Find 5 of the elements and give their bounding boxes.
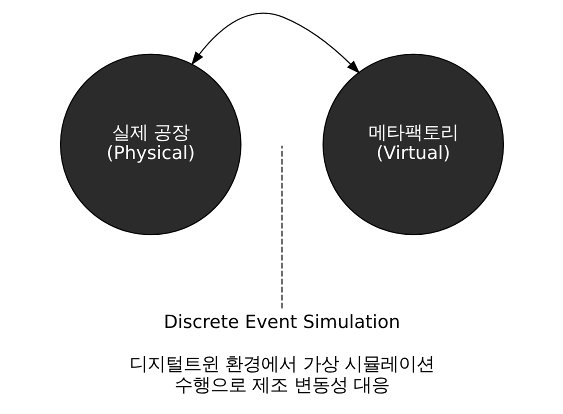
node-circle: 메타팩토리 (Virtual) <box>322 54 504 236</box>
connector <box>280 146 282 308</box>
arrow <box>190 12 360 74</box>
node-text: Discrete Event Simulation 디지털트윈 환경에서 가상 시뮬레이션 수행으로 제조 변동성 대응 <box>128 312 434 396</box>
node-circle: 실제 공장 (Physical) <box>60 54 241 236</box>
